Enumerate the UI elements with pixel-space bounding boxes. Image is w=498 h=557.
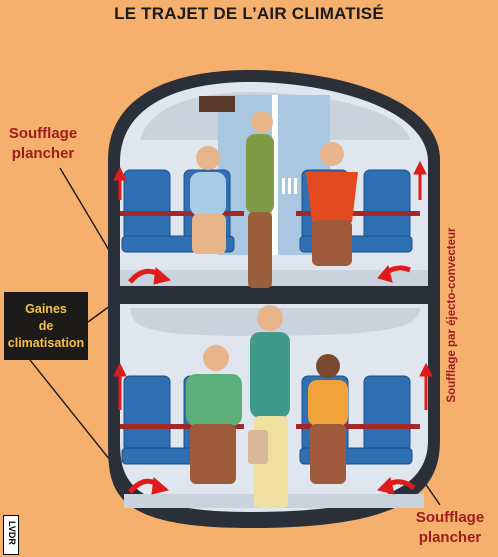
passenger-standing-upper [199,96,274,288]
label-soufflage-plancher-bottom: Soufflage plancher [415,509,485,546]
seat-lower-1 [123,375,171,453]
deck-separator [108,286,440,304]
passenger-lower-right [308,354,348,484]
seat-lower-4 [363,375,411,453]
passenger-upper-left [190,146,226,254]
passenger-standing-lower [248,305,290,508]
label-soufflage-ejecto-convecteur: Soufflage par éjecto-convecteur [446,227,458,403]
seat-upper-1 [123,169,171,241]
upper-floor [120,270,428,286]
air-flow-arrows [113,160,433,495]
label-gaines-de-climatisation: Gaines de climatisation [4,292,88,360]
diagram-title: LE TRAJET DE L’AIR CLIMATISÉ [114,4,384,23]
passenger-lower-left [186,345,242,484]
seat-upper-4 [363,169,411,241]
label-soufflage-plancher-top: Soufflage plancher [8,125,78,162]
credit-stamp: LVDR [3,515,19,555]
passenger-upper-right [306,142,358,266]
